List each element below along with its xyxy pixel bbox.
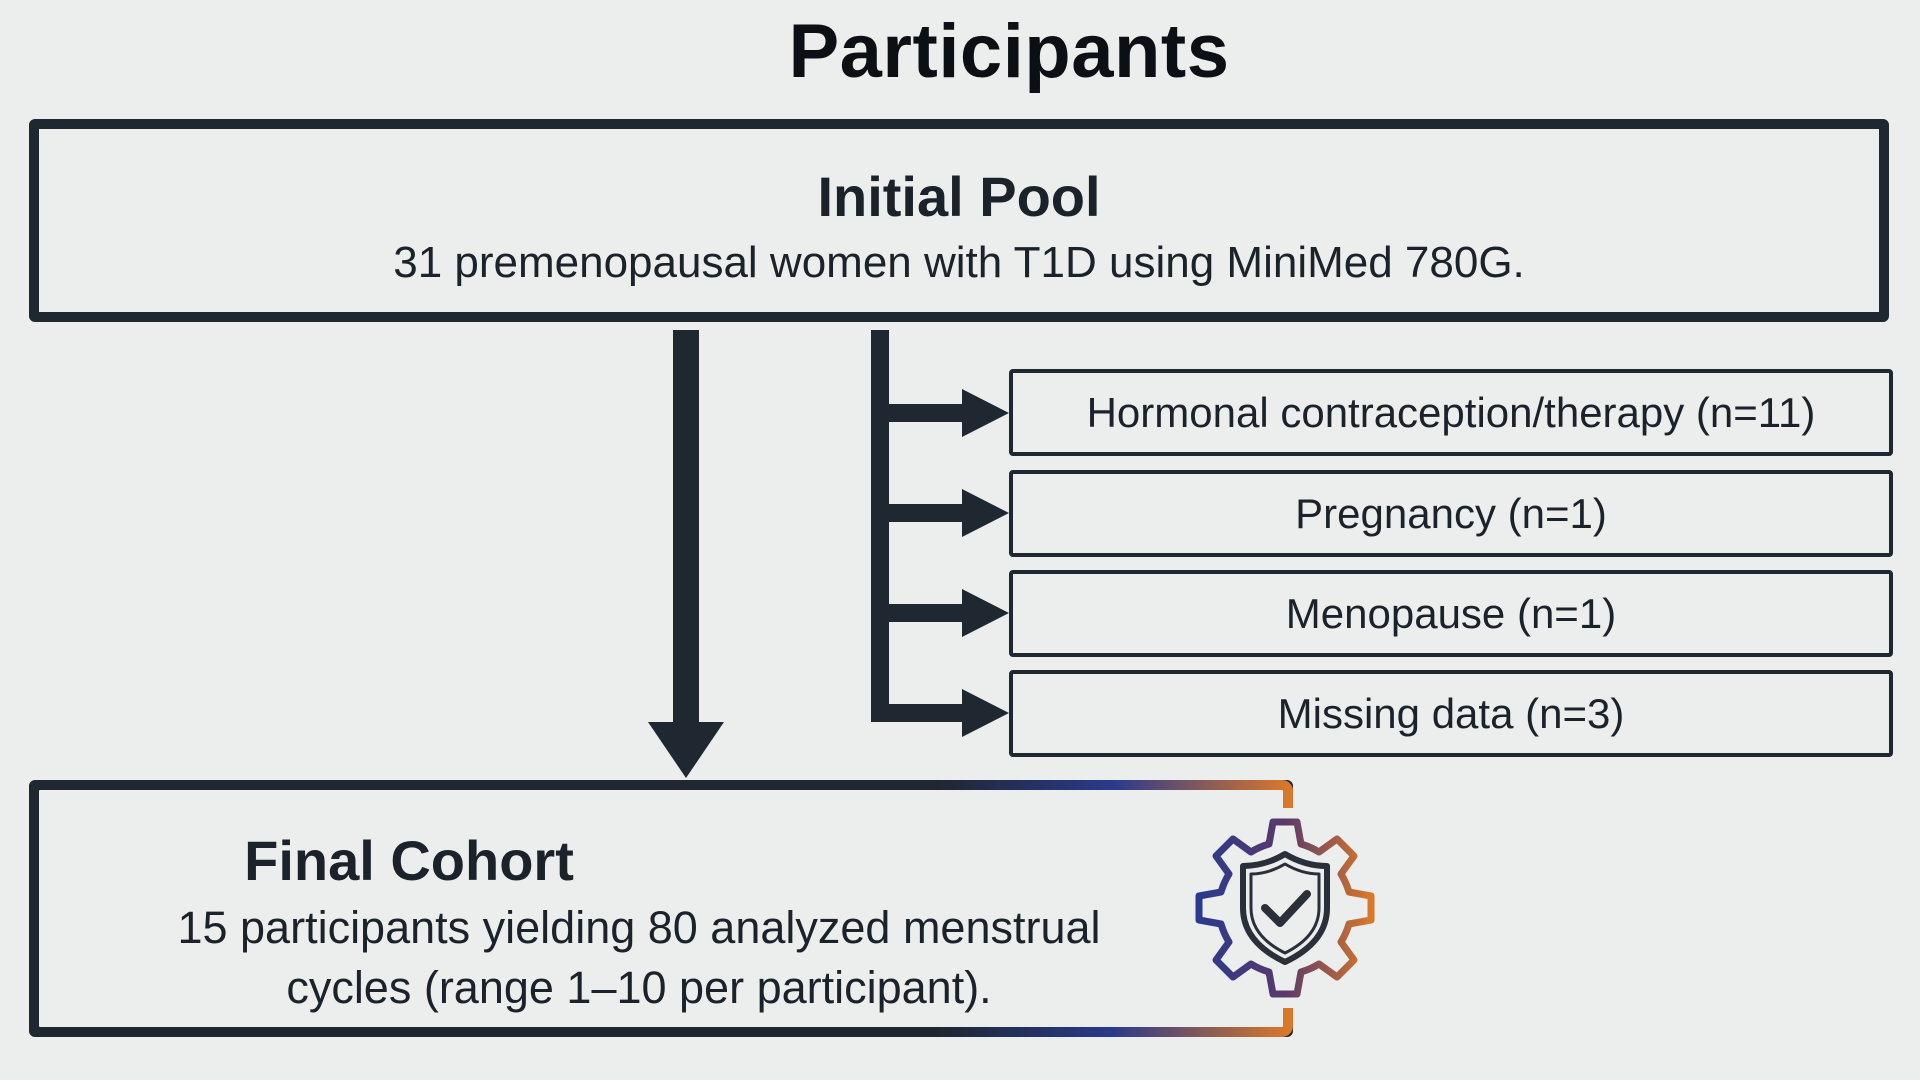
final-cohort-description: 15 participants yielding 80 analyzed men… [139, 898, 1139, 1018]
initial-pool-heading: Initial Pool [817, 165, 1101, 228]
exclusion-label: Hormonal contraception/therapy (n=11) [1086, 388, 1816, 436]
final-cohort-line-1: 15 participants yielding 80 analyzed men… [177, 902, 1101, 953]
final-cohort-heading-wrap: Final Cohort [39, 830, 1319, 892]
main-arrow-head [648, 722, 724, 778]
branch-arrow-2 [880, 489, 1009, 537]
branch-arrow-3 [880, 589, 1009, 637]
exclusion-label: Missing data (n=3) [1277, 689, 1625, 737]
final-cohort-box: Final Cohort 15 participants yielding 80… [29, 780, 1293, 1037]
final-cohort-line-2: cycles (range 1–10 per participant). [286, 962, 992, 1013]
exclusion-box-hormonal: Hormonal contraception/therapy (n=11) [1009, 369, 1893, 456]
exclusion-label: Pregnancy (n=1) [1295, 489, 1607, 537]
exclusion-box-missing-data: Missing data (n=3) [1009, 670, 1893, 757]
exclusion-box-pregnancy: Pregnancy (n=1) [1009, 470, 1893, 557]
branch-arrow-1 [880, 389, 1009, 437]
branch-arrow-4 [880, 689, 1009, 737]
final-cohort-heading: Final Cohort [244, 829, 574, 892]
initial-pool-description: 31 premenopausal women with T1D using Mi… [393, 237, 1525, 287]
exclusion-label: Menopause (n=1) [1285, 589, 1617, 637]
exclusion-box-menopause: Menopause (n=1) [1009, 570, 1893, 657]
initial-pool-box: Initial Pool 31 premenopausal women with… [29, 119, 1889, 322]
gear-shield-check-icon [1185, 808, 1385, 1008]
page-title: Participants [788, 9, 1230, 94]
